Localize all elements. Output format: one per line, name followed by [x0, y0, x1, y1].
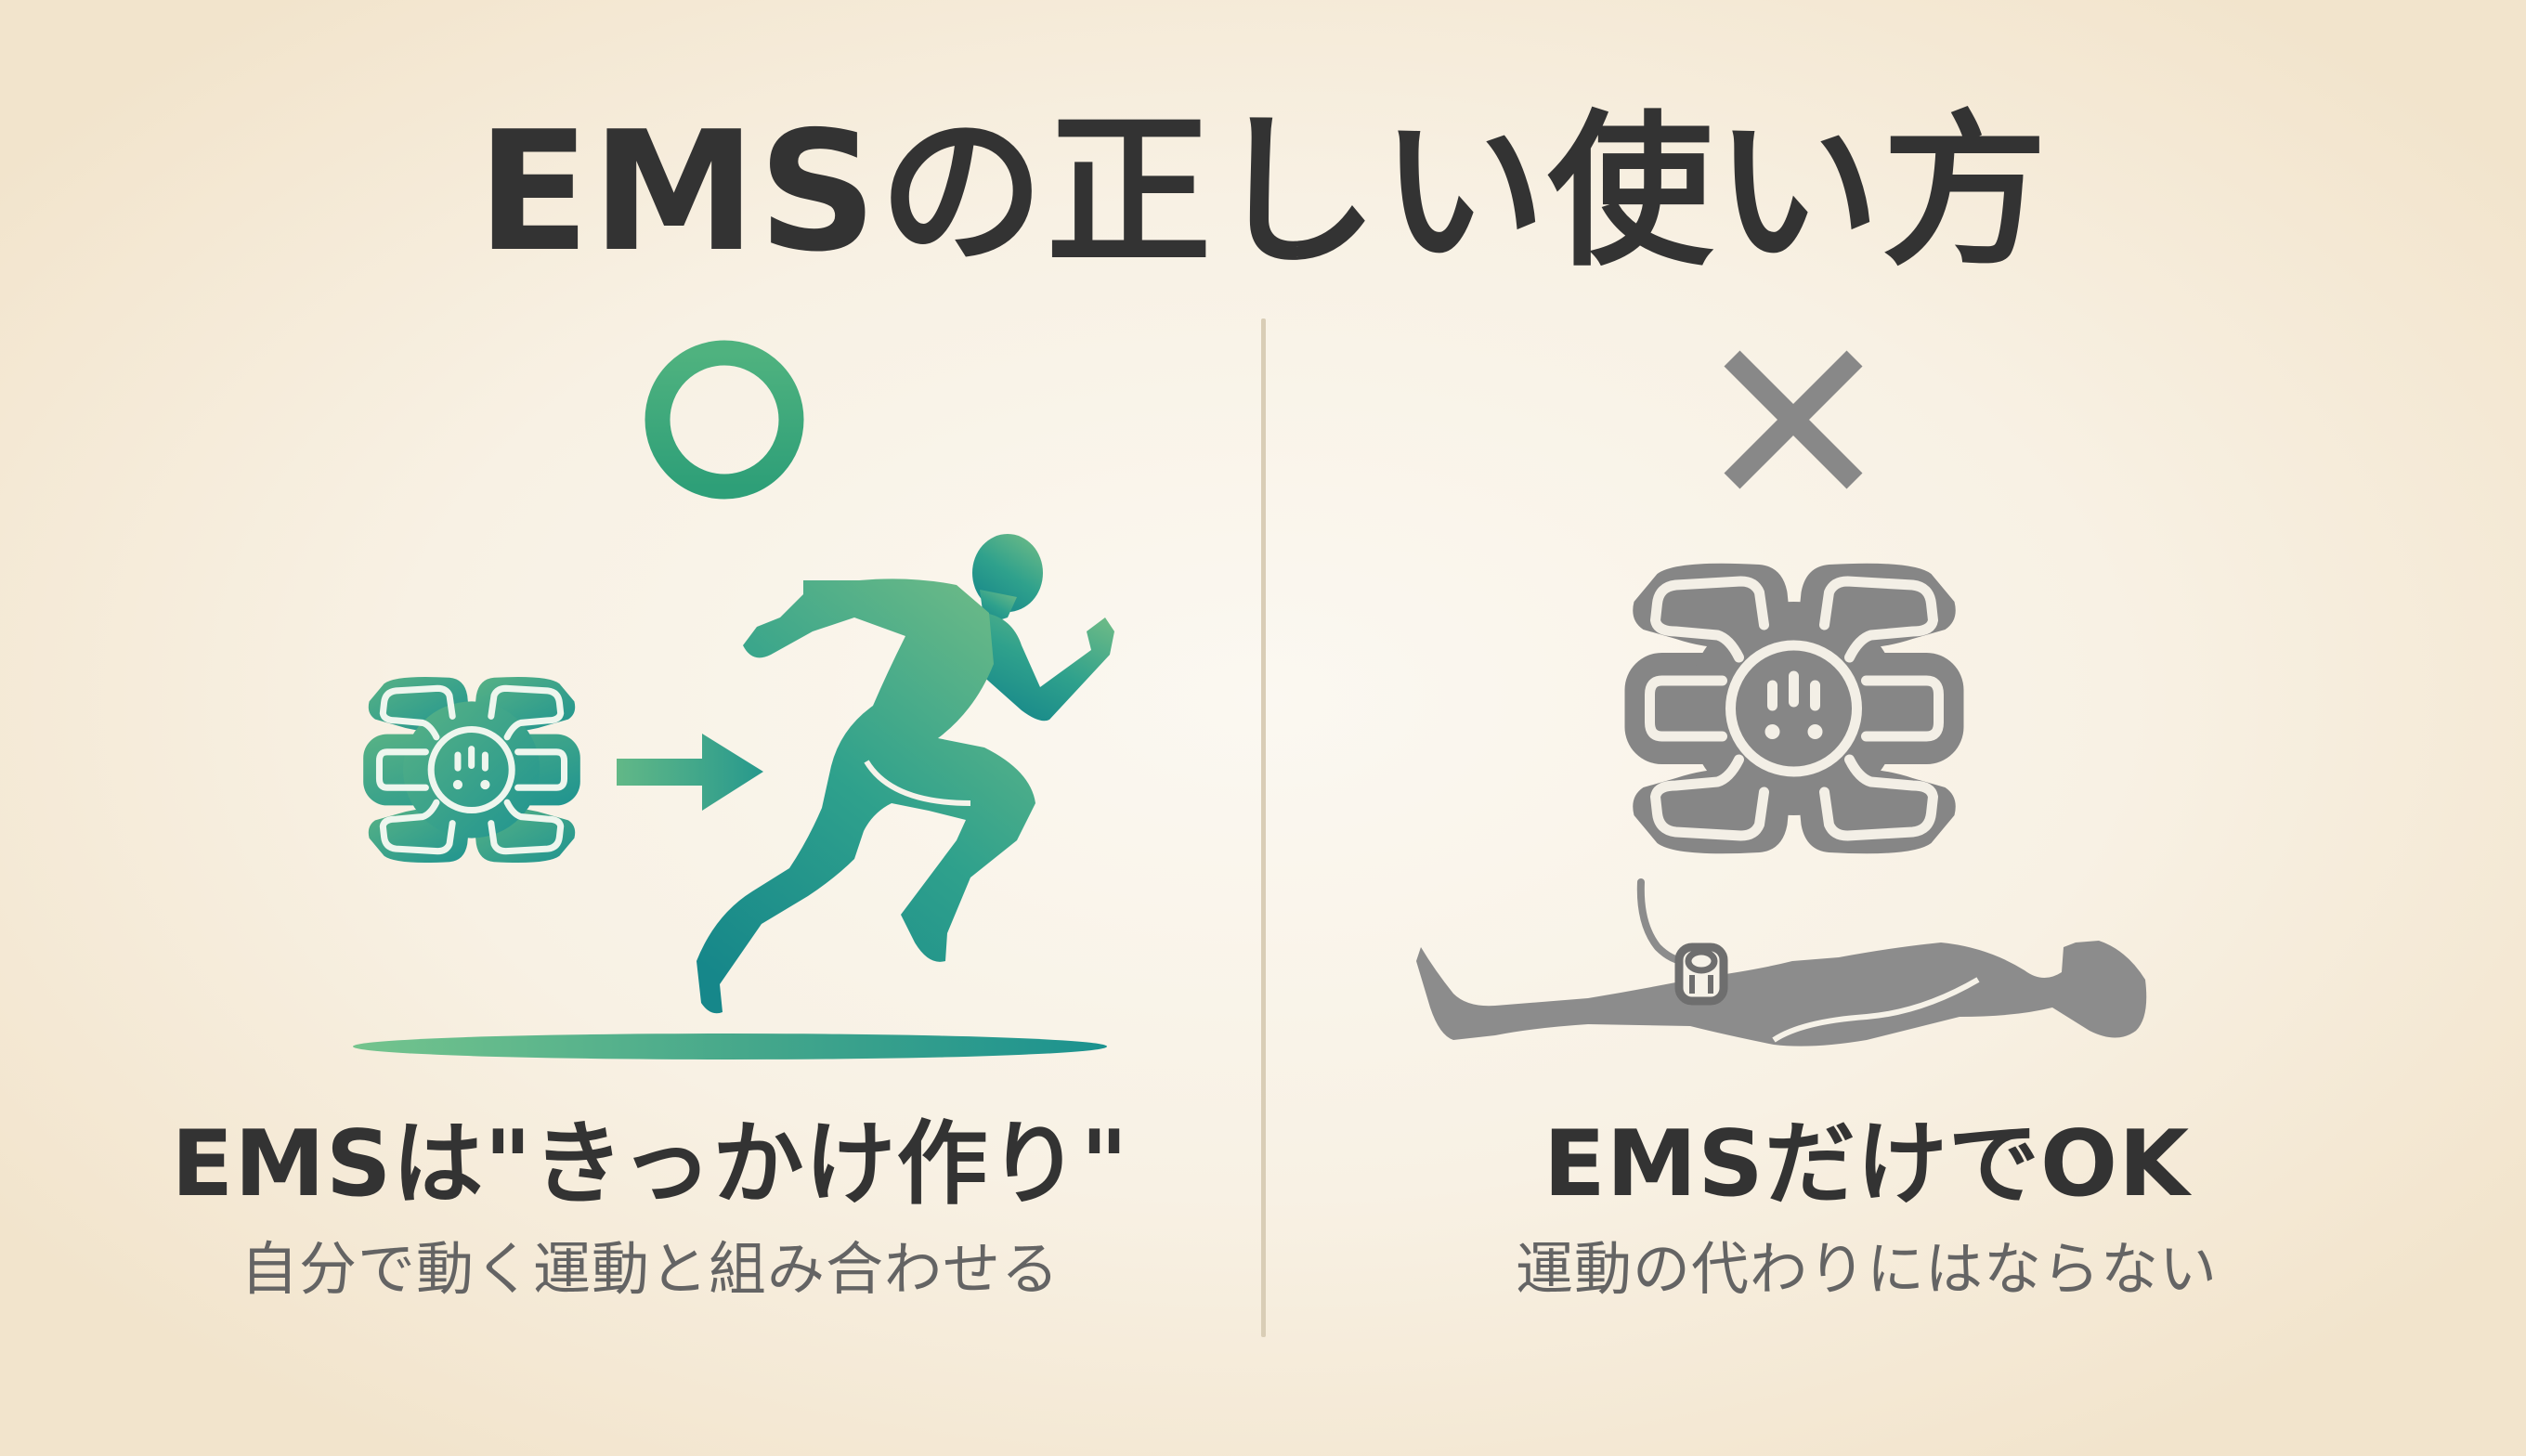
lying-person-icon [1416, 878, 2147, 1046]
right-subtext: 運動の代わりにはならない [1515, 1235, 2218, 1303]
right-heading: EMSだけでOK [1543, 1112, 2191, 1217]
left-subtext: 自分で動く運動と組み合わせる [240, 1235, 1060, 1303]
ems-pad-icon [363, 677, 580, 863]
ground-shadow [353, 1034, 1107, 1060]
arrow-right-icon [617, 734, 763, 811]
runner-icon [697, 534, 1114, 1014]
column-divider [1261, 318, 1266, 1337]
circle-good-icon [645, 340, 804, 500]
ems-device-on-body-icon [1674, 942, 1728, 1006]
cross-bad-icon [1724, 350, 1863, 489]
page-title: EMSの正しい使い方 [476, 96, 2050, 288]
left-heading: EMSは"きっかけ作り" [171, 1112, 1129, 1217]
ems-pad-icon-gray [1624, 563, 1964, 854]
